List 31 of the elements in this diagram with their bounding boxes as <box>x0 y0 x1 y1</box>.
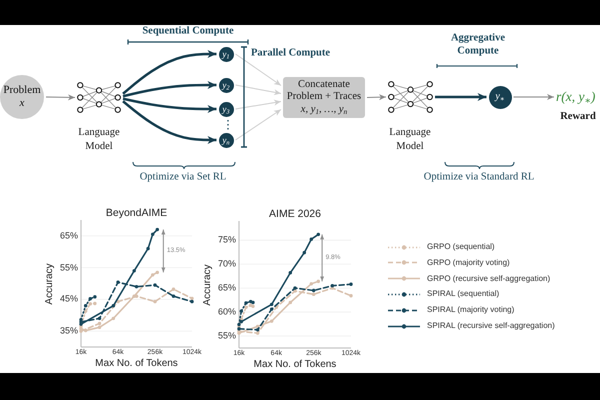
tick-label: 70% <box>218 260 236 269</box>
legend-text: GRPO (sequential) <box>427 243 495 251</box>
chart-title: AIME 2026 <box>269 208 321 220</box>
chart-title: BeyondAIME <box>106 208 168 218</box>
caption-text: Language Model <box>78 126 120 154</box>
tick-label: 55% <box>218 332 236 341</box>
tick-label: 75% <box>218 236 236 245</box>
heading-text: Aggregative Compute <box>450 32 506 58</box>
tick-label: 60% <box>218 308 236 317</box>
axis-title: Max No. of Tokens <box>254 360 336 370</box>
axis-title: Accuracy <box>45 262 55 304</box>
caption-text: Language Model <box>389 126 431 154</box>
legend-text: SPIRAL (recursive self-aggregation) <box>427 322 555 330</box>
tick-label: 45% <box>60 294 78 304</box>
axis-title: Max No. of Tokens <box>95 359 178 369</box>
axis-title: Accuracy <box>203 264 213 306</box>
tick-label: 35% <box>60 326 78 336</box>
legend-text: SPIRAL (majority voting) <box>427 306 514 314</box>
formula-text: x, y$_{1}$, …, y$_{n}$ <box>300 104 348 116</box>
legend-text: GRPO (recursive self-aggregation) <box>427 274 550 283</box>
heading-text: Sequential Compute <box>142 26 234 38</box>
tick-label: 65% <box>218 284 236 293</box>
heading-text: Parallel Compute <box>251 48 330 60</box>
legend-text: GRPO (majority voting) <box>427 258 510 267</box>
vertical-ellipsis: ⋮ <box>222 120 234 130</box>
legend-text: SPIRAL (sequential) <box>427 290 500 298</box>
caption-text: Optimize via Set RL <box>140 172 226 184</box>
caption-text: Reward <box>560 110 596 124</box>
caption-text: Optimize via Standard RL <box>424 172 534 184</box>
tick-label: 65% <box>60 231 78 240</box>
tick-label: 55% <box>60 263 78 272</box>
